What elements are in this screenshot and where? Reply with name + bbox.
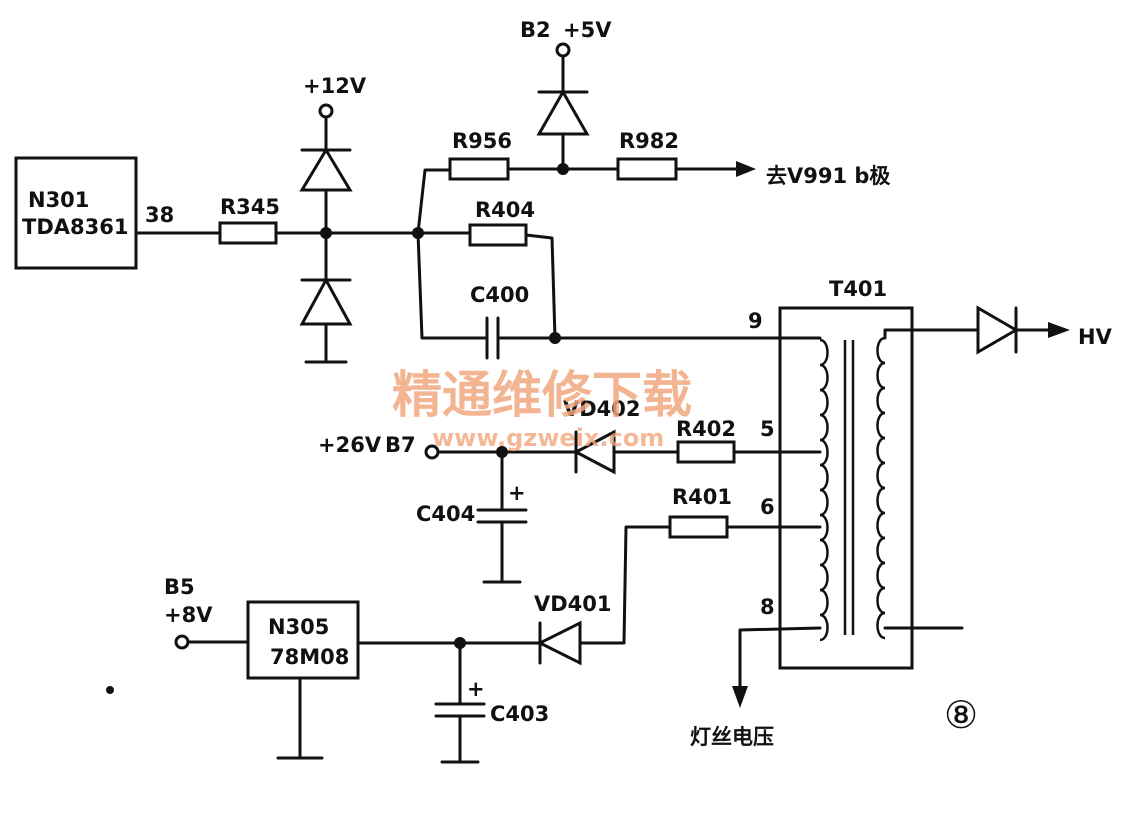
r402-label: R402 — [676, 417, 736, 441]
watermark-url: www.gzweix.com — [432, 424, 664, 452]
c404-label: C404 — [416, 502, 475, 526]
r956-label: R956 — [452, 129, 512, 153]
diode-b2 — [536, 42, 590, 171]
t401-pin5-label: 5 — [760, 417, 775, 441]
r345-label: R345 — [220, 195, 280, 219]
clamp-diodes: +12V — [299, 74, 367, 364]
arrow-filament — [732, 686, 748, 708]
ic-n305: N305 78M08 — [246, 600, 360, 760]
resistor-r956 — [448, 157, 510, 181]
arrow-to-v991 — [736, 161, 756, 177]
output-hv-label: HV — [1078, 325, 1113, 349]
rail-5v-label: +5V — [563, 18, 612, 42]
resistor-r401 — [668, 515, 729, 539]
resistor-r404 — [468, 223, 528, 247]
ic-n301-name: N301 — [28, 188, 89, 212]
watermark-title: 精通维修下载 — [392, 366, 692, 424]
rail-26v-label: +26V — [318, 433, 382, 457]
hv-diode — [976, 305, 1019, 355]
ic-n305-part: 78M08 — [270, 645, 349, 669]
output-v991-label: 去V991 b极 — [766, 164, 891, 188]
output-filament-label: 灯丝电压 — [690, 725, 774, 749]
r404-label: R404 — [475, 198, 535, 222]
wire-to-r956 — [416, 168, 452, 235]
ic-n305-name: N305 — [268, 615, 329, 639]
resistor-r345 — [218, 221, 278, 245]
capacitor-c404 — [476, 450, 528, 584]
capacitor-c403 — [434, 641, 486, 764]
c403-polarity: + — [467, 677, 485, 701]
resistor-r402 — [676, 440, 736, 464]
arrow-hv — [1048, 322, 1070, 338]
rail-12v-label: +12V — [303, 74, 367, 98]
stray-dot — [106, 686, 114, 694]
figure-number-badge: ⑧ — [944, 693, 978, 737]
t401-pin8-label: 8 — [760, 595, 775, 619]
ic-n301-pin-label: 38 — [145, 203, 174, 227]
ic-n301: N301 TDA8361 — [14, 156, 138, 270]
diode-vd401 — [536, 620, 582, 666]
rail-b5-label: B5 — [164, 575, 195, 599]
t401-label: T401 — [829, 277, 887, 301]
transformer-t401 — [778, 306, 964, 670]
resistor-r982 — [616, 157, 678, 181]
t401-pin6-label: 6 — [760, 495, 775, 519]
c404-polarity: + — [508, 481, 526, 505]
r401-label: R401 — [672, 485, 732, 509]
vd402-label: VD402 — [563, 397, 641, 421]
ic-n301-part: TDA8361 — [22, 215, 128, 239]
rail-b7-label: B7 — [385, 433, 416, 457]
c403-label: C403 — [490, 702, 549, 726]
rail-b2-label: B2 — [520, 18, 551, 42]
vd401-label: VD401 — [534, 592, 612, 616]
t401-pin9-label: 9 — [748, 309, 763, 333]
r982-label: R982 — [619, 129, 679, 153]
rail-8v-label: +8V — [164, 603, 213, 627]
capacitor-c400 — [485, 316, 500, 360]
c400-label: C400 — [470, 283, 529, 307]
